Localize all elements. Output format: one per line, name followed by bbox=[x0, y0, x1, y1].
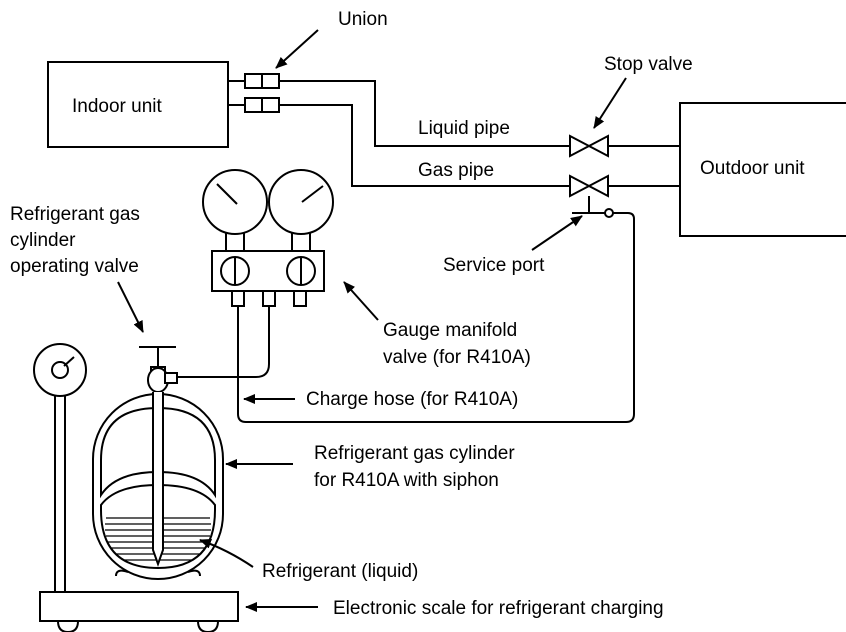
service-port-arrow bbox=[531, 215, 583, 251]
charge-hose bbox=[237, 212, 635, 423]
union-label: Union bbox=[338, 9, 388, 30]
scale-label: Electronic scale for refrigerant chargin… bbox=[333, 598, 664, 619]
cylinder-hose bbox=[177, 306, 270, 378]
gauge-manifold-label-line2: valve (for R410A) bbox=[383, 347, 531, 368]
refrigerant-arrow bbox=[199, 538, 254, 568]
cylinder-valve-arrow bbox=[117, 281, 144, 333]
gas-pipe: Gas pipe bbox=[228, 104, 680, 187]
cylinder-valve-label-line1: Refrigerant gas bbox=[10, 204, 140, 225]
gauge-manifold-arrow bbox=[343, 281, 379, 321]
stop-valve-gas bbox=[569, 174, 609, 198]
gas-pipe-label: Gas pipe bbox=[418, 160, 494, 181]
gauge-manifold bbox=[202, 169, 334, 307]
cylinder-valve-label-line3: operating valve bbox=[10, 256, 139, 277]
indoor-unit-label: Indoor unit bbox=[72, 96, 163, 117]
refrigerant-cylinder bbox=[92, 346, 224, 580]
liquid-pipe-label: Liquid pipe bbox=[418, 118, 510, 139]
high-pressure-gauge-icon bbox=[268, 169, 334, 235]
union-arrow bbox=[275, 29, 319, 69]
scale-dial-icon bbox=[33, 343, 87, 397]
stop-valve-liquid bbox=[569, 134, 609, 158]
outdoor-unit: Outdoor unit bbox=[679, 102, 846, 237]
outdoor-unit-label: Outdoor unit bbox=[700, 158, 805, 179]
stop-valve-arrow bbox=[593, 77, 627, 129]
indoor-unit: Indoor unit bbox=[47, 61, 229, 148]
charge-hose-label: Charge hose (for R410A) bbox=[306, 389, 518, 410]
cylinder-valve-label-line2: cylinder bbox=[10, 230, 76, 251]
service-port-label: Service port bbox=[443, 255, 545, 276]
service-port bbox=[572, 196, 614, 218]
cylinder-label-line1: Refrigerant gas cylinder bbox=[314, 443, 515, 464]
cylinder-label-line2: for R410A with siphon bbox=[314, 470, 499, 491]
gauge-manifold-label-line1: Gauge manifold bbox=[383, 320, 517, 341]
electronic-scale bbox=[33, 343, 239, 632]
liquid-pipe: Liquid pipe bbox=[228, 80, 680, 147]
union-fittings bbox=[244, 73, 280, 113]
refrigerant-label: Refrigerant (liquid) bbox=[262, 561, 418, 582]
stop-valve-label: Stop valve bbox=[604, 54, 693, 75]
